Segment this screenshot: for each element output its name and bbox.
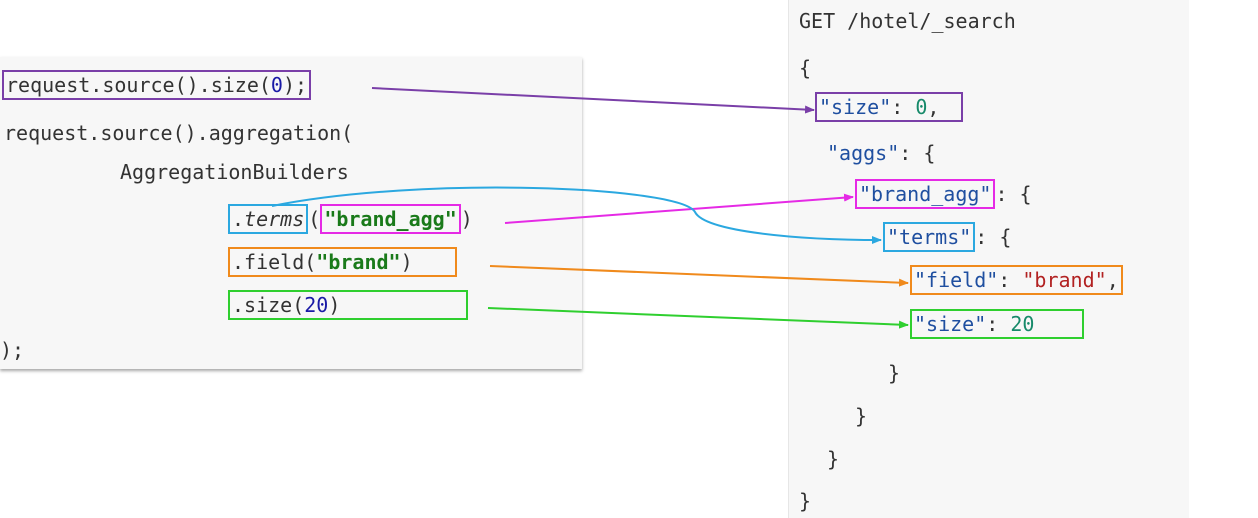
json-size-comma: ,	[927, 95, 940, 119]
java-line-3: AggregationBuilders	[120, 160, 349, 184]
json-terms-highlight: "terms"	[883, 222, 976, 252]
json-size-sep: :	[891, 95, 916, 119]
java-brand-agg-string: "brand_agg"	[324, 207, 457, 231]
json-brand-agg-highlight: "brand_agg"	[855, 179, 996, 209]
java-line-4: .terms("brand_agg")	[228, 204, 473, 234]
json-aggs-sep: : {	[899, 141, 936, 165]
json-aggs-key: "aggs"	[827, 141, 900, 165]
json-field-line: "field": "brand",	[910, 265, 1123, 295]
json-brand-agg-sep: : {	[995, 182, 1032, 206]
json-inner-size-line: "size": 20	[910, 309, 1085, 339]
java-line-6: .size(20)	[228, 290, 469, 320]
java-field-highlight: .field("brand")	[228, 247, 457, 277]
java-terms-dot: .	[232, 207, 245, 231]
json-field-value: "brand"	[1022, 268, 1107, 292]
java-line-7: );	[0, 338, 25, 362]
java-field-method: .field(	[232, 250, 317, 274]
json-inner-size-key: "size"	[914, 312, 987, 336]
json-aggs-line: "aggs": {	[827, 140, 935, 166]
java-size-zero: 0	[270, 73, 283, 97]
json-brand-agg-line: "brand_agg": {	[855, 179, 1032, 209]
java-line-5: .field("brand")	[228, 247, 457, 277]
java-line-2: request.source().aggregation(	[4, 121, 354, 145]
json-close-root: }	[799, 489, 812, 513]
json-field-key: "field"	[914, 268, 999, 292]
json-field-comma: ,	[1106, 268, 1119, 292]
java-line1-end: );	[282, 73, 308, 97]
java-size-close: )	[328, 293, 341, 317]
java-brand-agg-highlight: "brand_agg"	[320, 204, 461, 234]
java-size-method: .size(	[232, 293, 305, 317]
java-line-1: request.source().size(0);	[2, 70, 312, 100]
json-size-value: 0	[915, 95, 928, 119]
json-open-brace: {	[799, 56, 812, 80]
json-terms-sep: : {	[975, 225, 1012, 249]
java-field-close: )	[400, 250, 413, 274]
java-size20-highlight: .size(20)	[228, 290, 469, 320]
java-terms-close: )	[460, 207, 473, 231]
json-query-panel	[788, 0, 1189, 518]
json-size-key: "size"	[819, 95, 892, 119]
json-inner-size-value: 20	[1010, 312, 1035, 336]
json-request-line: GET /hotel/_search	[799, 9, 1016, 33]
json-terms-key: "terms"	[887, 225, 972, 249]
json-brand-agg-key: "brand_agg"	[859, 182, 992, 206]
java-terms-highlight: .terms	[228, 204, 309, 234]
json-size-highlight: "size": 0,	[815, 92, 964, 122]
json-size-line: "size": 0,	[815, 92, 964, 122]
java-size0-highlight: request.source().size(0);	[2, 70, 312, 100]
json-inner-size-highlight: "size": 20	[910, 309, 1085, 339]
java-size-twenty: 20	[304, 293, 329, 317]
java-terms-open: (	[308, 207, 321, 231]
java-terms-method: terms	[244, 207, 305, 231]
json-inner-size-sep: :	[986, 312, 1011, 336]
json-terms-line: "terms": {	[883, 222, 1012, 252]
java-size-call: request.source().size(	[6, 73, 271, 97]
java-field-brand-string: "brand"	[316, 250, 401, 274]
json-field-highlight: "field": "brand",	[910, 265, 1123, 295]
json-close-brand-agg: }	[855, 404, 868, 428]
json-field-sep: :	[998, 268, 1023, 292]
json-close-terms: }	[888, 361, 901, 385]
json-close-aggs: }	[827, 447, 840, 471]
